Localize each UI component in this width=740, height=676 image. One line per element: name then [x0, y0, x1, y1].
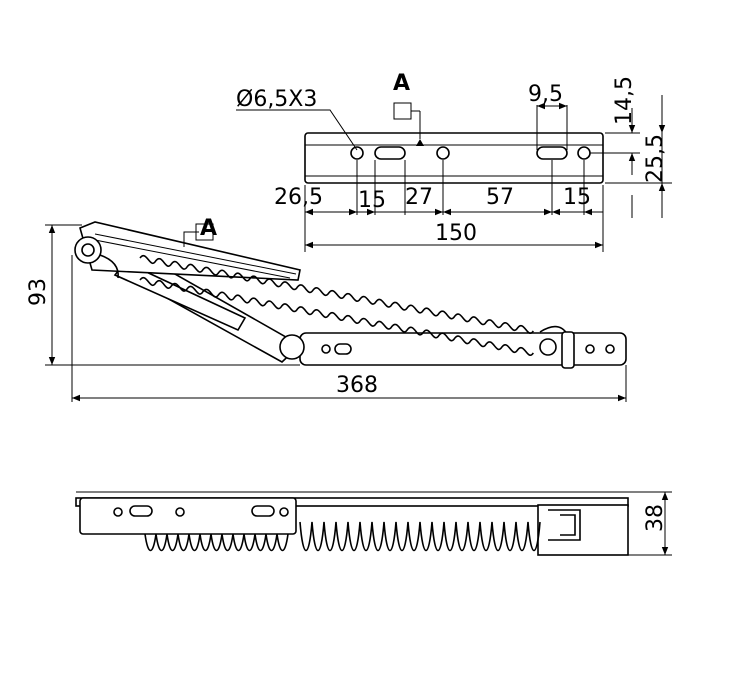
mounting-slot-1	[374, 146, 406, 160]
side-view: A 93 368	[26, 216, 627, 402]
dim-first-hole: 26,5	[274, 185, 323, 210]
dim-slot-1: 15	[358, 188, 386, 213]
spring-side	[99, 254, 534, 356]
dim-height-bottom: 38	[643, 504, 668, 532]
dim-height-side: 93	[26, 278, 51, 306]
datum-box-side	[195, 223, 214, 241]
top-view: A Ø6,5X3 26,5 15 27 57 15 9,5 150	[236, 71, 672, 252]
bottom-view: 38	[75, 491, 672, 556]
dim-total-length-top: 150	[435, 221, 477, 246]
mounting-hole-2	[436, 146, 450, 160]
dim-slot-2: 15	[563, 185, 591, 210]
dim-top-offset: 14,5	[612, 76, 637, 125]
datum-label-top: A	[393, 71, 410, 96]
datum-box-top	[393, 102, 412, 120]
spring-bottom	[144, 521, 541, 552]
dim-total-length-side: 368	[336, 373, 378, 398]
mounting-hole-3	[577, 146, 591, 160]
lower-pivot	[279, 334, 305, 360]
bottom-rail	[75, 497, 629, 507]
lid-arm	[79, 221, 301, 281]
dim-slot-width: 9,5	[528, 82, 563, 107]
dim-gap-1: 27	[405, 185, 433, 210]
dim-gap-2: 57	[486, 185, 514, 210]
dim-height-top: 25,5	[643, 134, 668, 183]
mounting-hole-1	[350, 146, 364, 160]
hole-callout: Ø6,5X3	[236, 87, 317, 112]
datum-label-side: A	[200, 216, 217, 241]
mounting-slot-2	[536, 146, 568, 160]
